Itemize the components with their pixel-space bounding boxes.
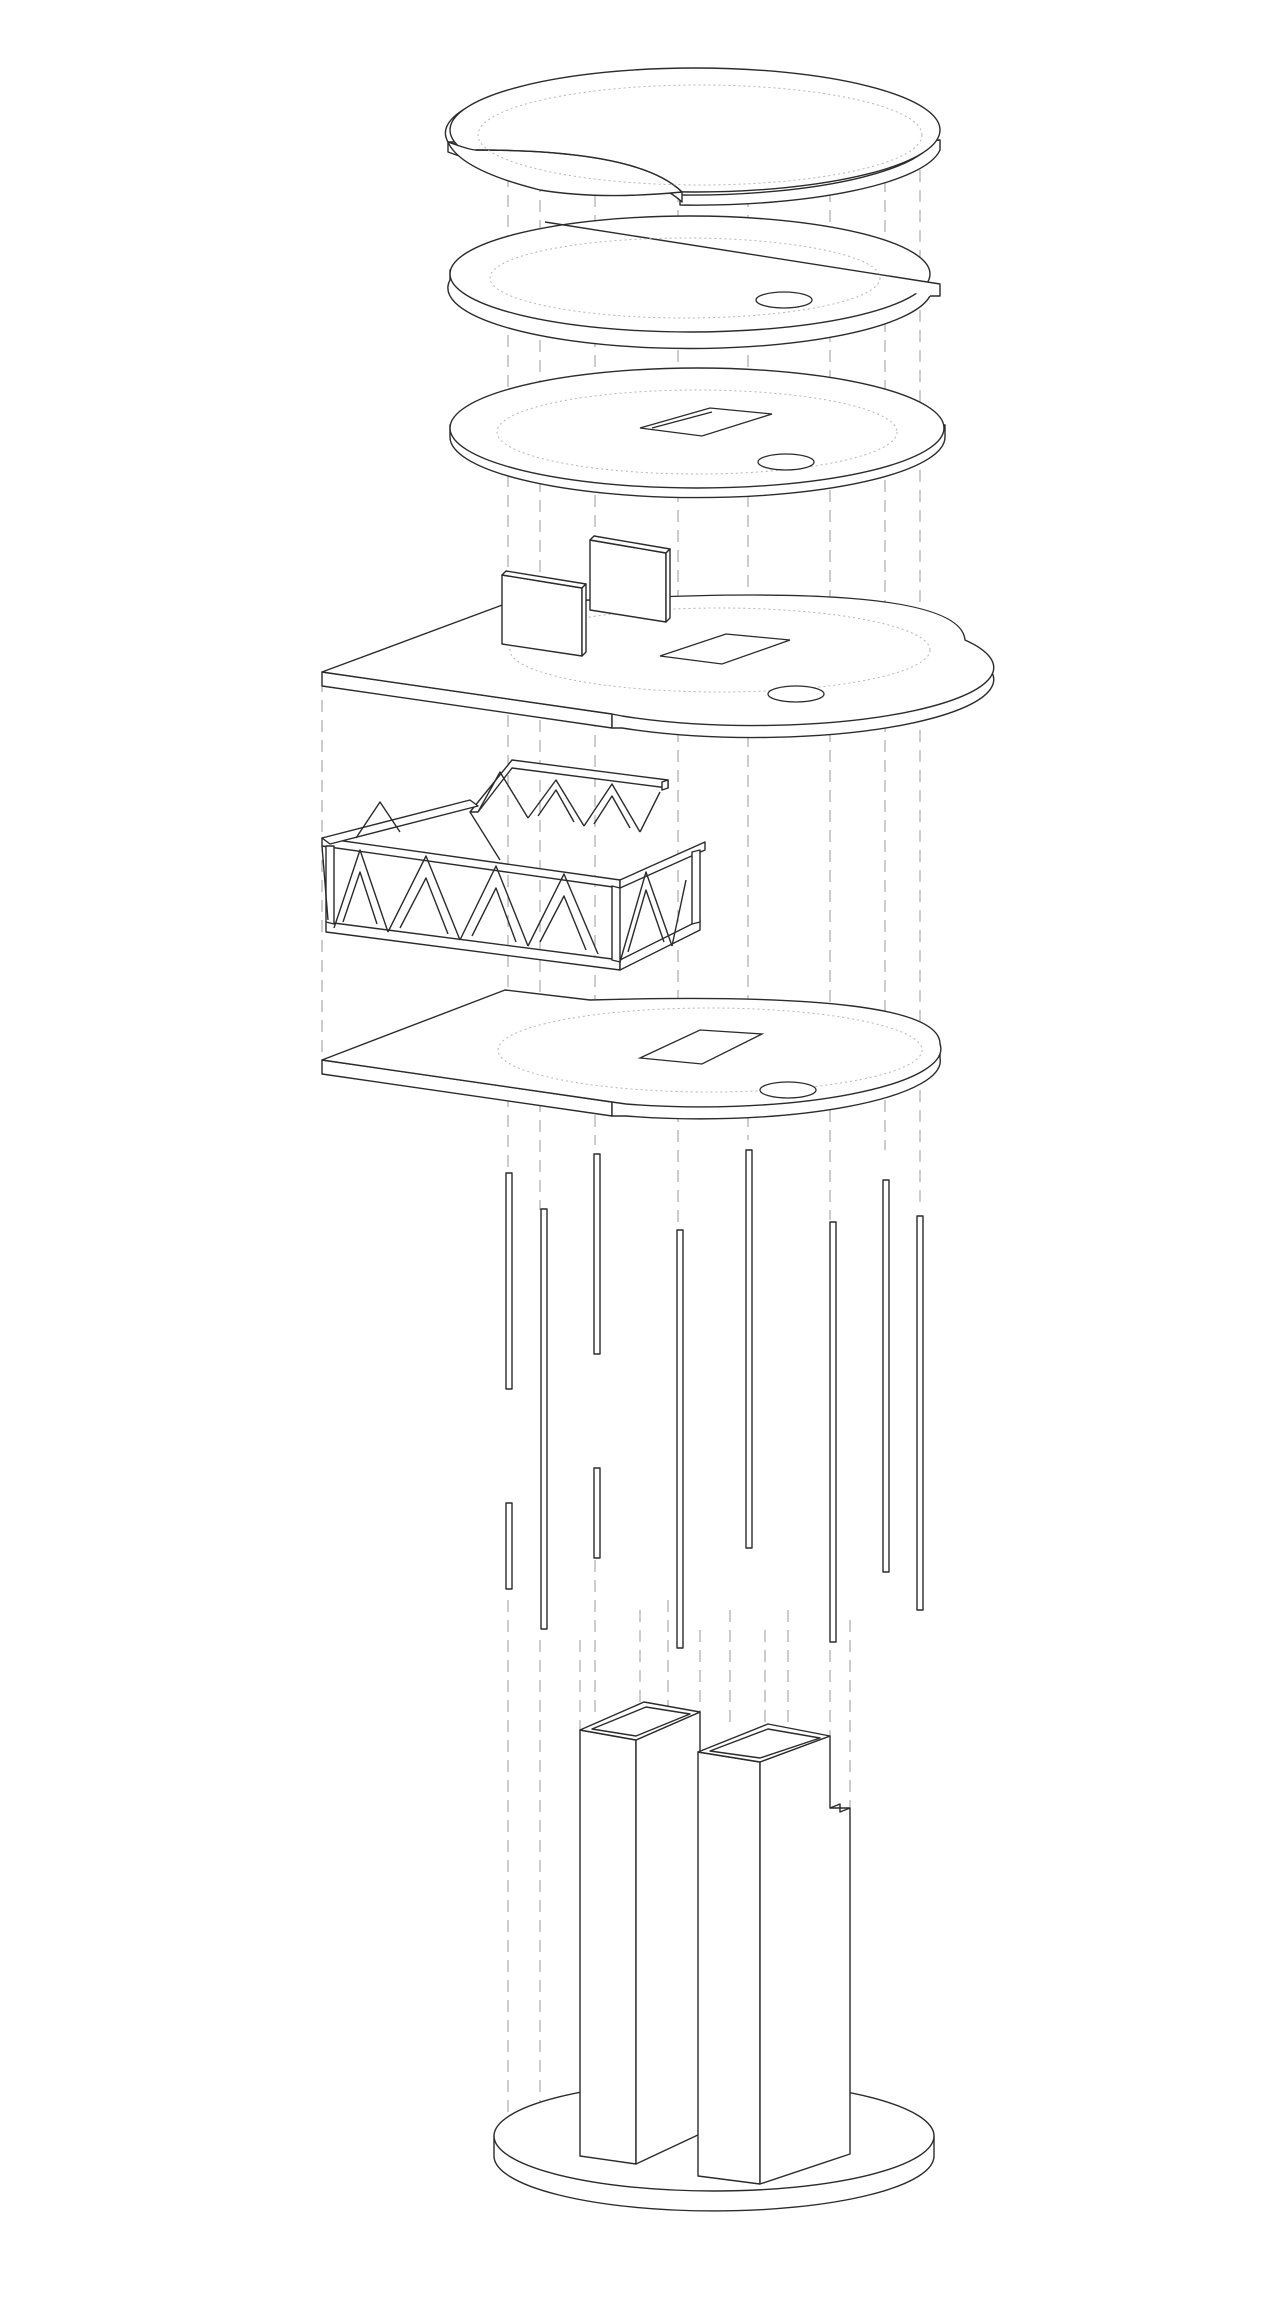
truss <box>321 759 706 971</box>
core-towers <box>579 1701 851 2185</box>
column <box>745 1149 753 1549</box>
column <box>540 1208 548 1630</box>
columns <box>505 1149 924 1649</box>
column <box>916 1215 924 1611</box>
cantilever-round-opening <box>767 685 825 703</box>
wall-panel-right <box>589 539 667 623</box>
base-stair-opening <box>637 1029 765 1065</box>
base-round-opening <box>759 1081 817 1099</box>
base-floor <box>321 989 942 1120</box>
middle-stair-opening <box>639 407 773 437</box>
column <box>676 1229 684 1649</box>
upper-round-opening <box>755 291 813 309</box>
core-tower-left <box>579 1701 701 2165</box>
column <box>593 1153 601 1355</box>
wall-panel-left <box>501 574 583 657</box>
column <box>505 1502 513 1590</box>
roof-disc <box>444 67 941 206</box>
core-tower-right <box>697 1723 851 2185</box>
middle-round-opening <box>757 453 815 471</box>
upper-floor-disc <box>447 215 941 350</box>
column <box>882 1179 890 1573</box>
column <box>829 1221 837 1643</box>
column <box>593 1467 601 1559</box>
cantilever-floor <box>321 535 995 739</box>
middle-floor-disc <box>449 367 946 499</box>
column <box>505 1172 513 1390</box>
cantilever-stair-opening <box>659 633 791 665</box>
